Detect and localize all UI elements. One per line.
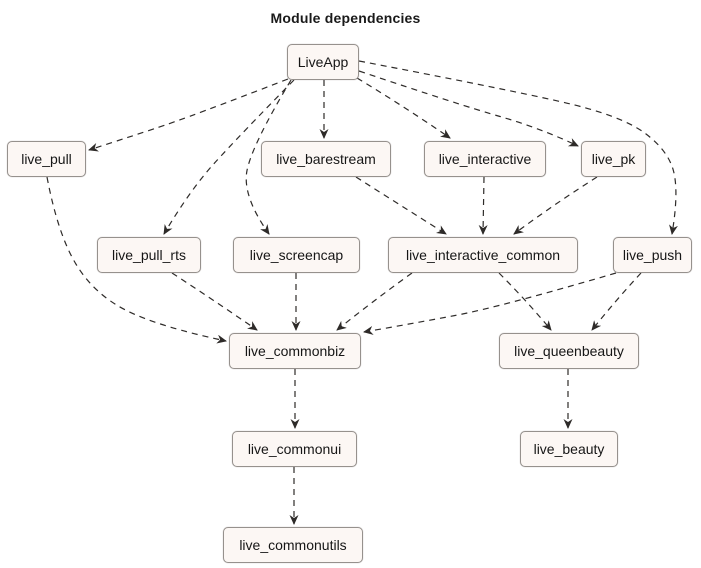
node-label: live_commonbiz xyxy=(244,343,346,359)
node-live_commonui: live_commonui xyxy=(232,431,357,467)
node-liveapp: LiveApp xyxy=(287,44,359,80)
edge-liveapp-live_pull xyxy=(88,78,289,152)
node-label: live_interactive xyxy=(438,151,532,167)
edge-live_push-live_commonbiz xyxy=(363,272,617,335)
node-label: live_queenbeauty xyxy=(514,343,624,359)
node-live_commonbiz: live_commonbiz xyxy=(229,333,361,369)
edge-live_pull_rts-live_commonbiz xyxy=(171,272,258,331)
edge-live_interactive_common-live_queenbeauty xyxy=(498,272,552,331)
node-label: live_beauty xyxy=(533,441,605,457)
node-label: live_commonutils xyxy=(239,537,347,553)
node-label: live_pk xyxy=(591,151,636,167)
node-label: live_barestream xyxy=(276,151,376,167)
edge-liveapp-live_pull_rts xyxy=(163,79,295,235)
node-label: live_pull_rts xyxy=(112,247,186,263)
node-live_screencap: live_screencap xyxy=(233,237,360,273)
node-label: live_pull xyxy=(21,151,72,167)
edge-live_interactive-live_interactive_common xyxy=(478,176,488,235)
edge-live_pk-live_interactive_common xyxy=(513,176,598,235)
edge-liveapp-live_screencap xyxy=(245,79,292,235)
node-live_queenbeauty: live_queenbeauty xyxy=(499,333,639,369)
edge-live_barestream-live_interactive_common xyxy=(355,176,447,235)
edge-liveapp-live_interactive xyxy=(356,77,451,139)
node-live_interactive_common: live_interactive_common xyxy=(388,237,578,273)
node-live_pull_rts: live_pull_rts xyxy=(97,237,201,273)
diagram-title: Module dependencies xyxy=(270,10,421,26)
node-live_push: live_push xyxy=(613,237,692,273)
node-live_commonutils: live_commonutils xyxy=(223,527,363,563)
edge-live_interactive_common-live_commonbiz xyxy=(336,272,413,331)
node-live_pull: live_pull xyxy=(7,141,86,177)
edge-live_push-live_queenbeauty xyxy=(591,272,642,331)
edge-liveapp-live_pk xyxy=(358,70,579,147)
node-live_beauty: live_beauty xyxy=(520,431,618,467)
node-live_interactive: live_interactive xyxy=(424,141,546,177)
node-live_barestream: live_barestream xyxy=(261,141,391,177)
node-label: live_commonui xyxy=(247,441,342,457)
node-label: live_interactive_common xyxy=(405,247,561,263)
node-label: live_push xyxy=(622,247,683,263)
edge-live_pull-live_commonbiz xyxy=(46,176,227,344)
node-label: live_screencap xyxy=(249,247,344,263)
node-live_pk: live_pk xyxy=(581,141,646,177)
node-label: LiveApp xyxy=(297,54,349,70)
